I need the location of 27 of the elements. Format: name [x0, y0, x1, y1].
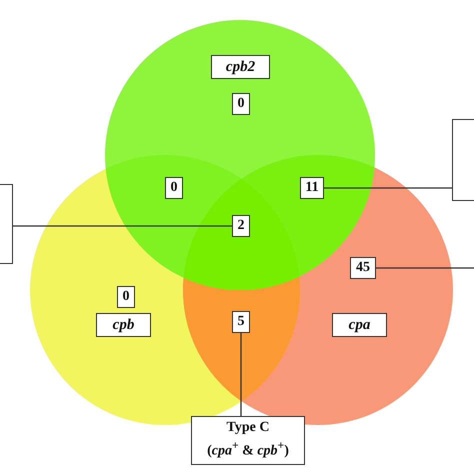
label-text: 0 — [170, 178, 178, 197]
count-box — [165, 177, 183, 199]
gene-label-box — [211, 55, 270, 79]
count-box — [117, 286, 135, 308]
count-box — [300, 177, 324, 199]
label-text: 0 — [238, 94, 244, 113]
label-text: cpb2 — [226, 58, 256, 77]
label-text: cpa — [348, 316, 370, 335]
type-title: Type C — [226, 419, 270, 438]
label-text: 45 — [356, 258, 370, 277]
count-box — [350, 257, 376, 279]
count-box — [232, 311, 250, 333]
count-box — [232, 93, 250, 115]
gene-label-box — [96, 313, 151, 337]
label-text: cpb — [112, 316, 134, 335]
leader-line — [376, 267, 474, 269]
label-text: 2 — [238, 216, 244, 235]
leader-line — [240, 333, 242, 416]
gene-profile: (cpa$^{+}$ & cpb$^{+}$) — [207, 438, 289, 461]
count-box — [232, 215, 250, 237]
label-text: 11 — [305, 178, 319, 197]
gene-label-box — [332, 313, 387, 337]
leader-line — [324, 187, 452, 189]
leader-line — [13, 225, 232, 227]
type-label-box — [191, 416, 305, 465]
label-text: 5 — [238, 312, 244, 331]
label-text: 0 — [122, 288, 130, 306]
